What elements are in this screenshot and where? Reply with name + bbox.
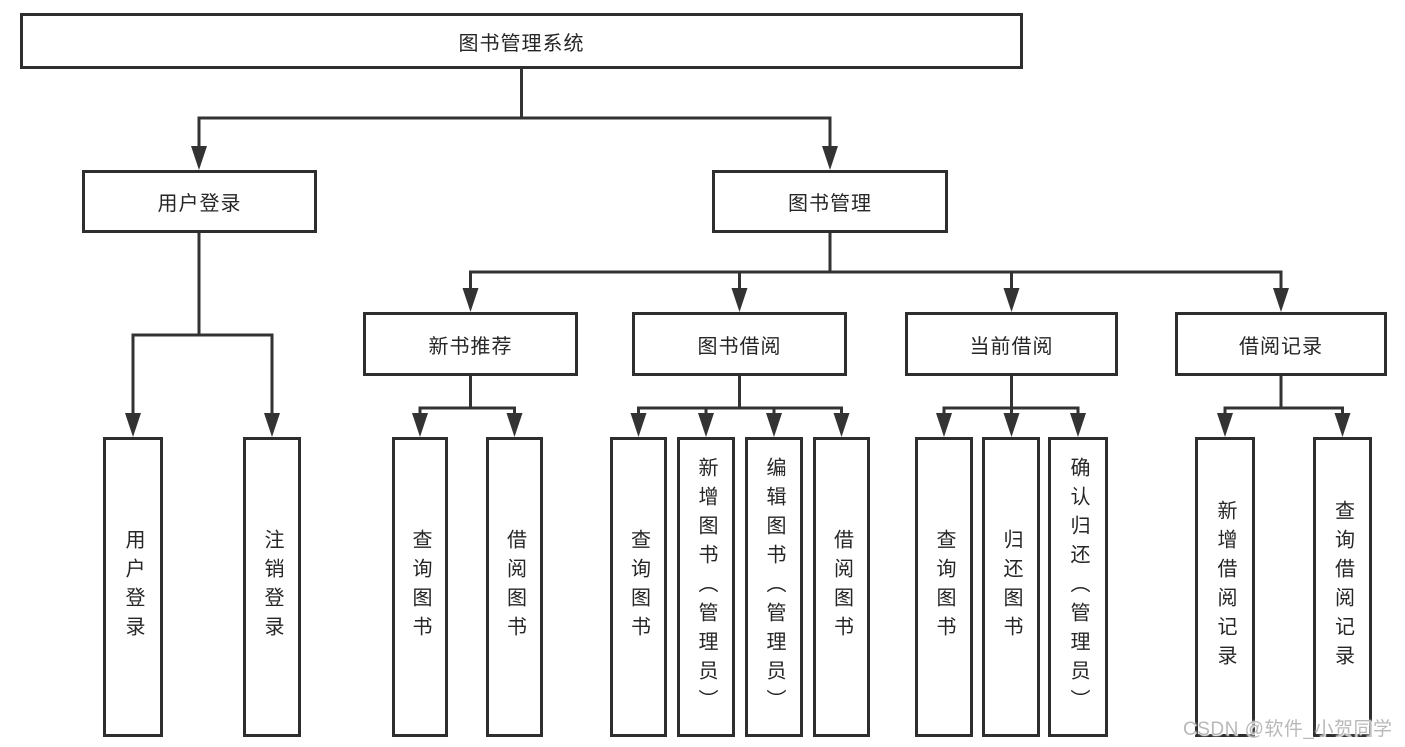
node-label: 借阅图书 bbox=[503, 529, 526, 645]
node-new-book-recommend: 新书推荐 bbox=[363, 312, 578, 376]
leaf-recommend-query-books: 查询图书 bbox=[392, 437, 448, 737]
leaf-borrow-query-books: 查询图书 bbox=[610, 437, 667, 737]
node-label: 用户登录 bbox=[122, 529, 144, 645]
leaf-confirm-return-admin: 确认归还（管理员） bbox=[1048, 437, 1108, 737]
leaf-logout: 注销登录 bbox=[243, 437, 301, 737]
leaf-add-books-admin: 新增图书（管理员） bbox=[677, 437, 735, 737]
node-label: 图书借阅 bbox=[697, 335, 782, 358]
node-label: 借阅记录 bbox=[1239, 335, 1323, 358]
node-label: 新书推荐 bbox=[428, 335, 513, 358]
leaf-current-query-books: 查询图书 bbox=[915, 437, 973, 737]
node-label: 注销登录 bbox=[261, 529, 283, 645]
node-label: 查询图书 bbox=[627, 529, 650, 645]
csdn-watermark: CSDN @软件_小贺同学 bbox=[1183, 719, 1393, 740]
node-root-library-system: 图书管理系统 bbox=[20, 13, 1023, 69]
node-label: 用户登录 bbox=[157, 193, 242, 215]
node-label: 新增借阅记录 bbox=[1214, 500, 1236, 674]
node-label: 查询图书 bbox=[409, 529, 431, 645]
node-label: 查询借阅记录 bbox=[1331, 500, 1354, 674]
node-label: 归还图书 bbox=[1000, 529, 1022, 645]
node-label: 当前借阅 bbox=[969, 335, 1054, 358]
leaf-user-login: 用户登录 bbox=[103, 437, 163, 737]
leaf-edit-books-admin: 编辑图书（管理员） bbox=[745, 437, 803, 737]
node-borrow-records: 借阅记录 bbox=[1175, 312, 1387, 376]
node-label: 图书管理 bbox=[788, 193, 872, 215]
node-label: 确认归还（管理员） bbox=[1067, 456, 1089, 718]
node-label: 新增图书（管理员） bbox=[695, 456, 717, 718]
leaf-add-borrow-record: 新增借阅记录 bbox=[1195, 437, 1255, 737]
leaf-query-borrow-record: 查询借阅记录 bbox=[1313, 437, 1372, 737]
leaf-recommend-borrow-books: 借阅图书 bbox=[486, 437, 543, 737]
node-label: 查询图书 bbox=[933, 529, 955, 645]
node-current-borrow: 当前借阅 bbox=[905, 312, 1118, 376]
leaf-borrow-books: 借阅图书 bbox=[813, 437, 870, 737]
node-book-management: 图书管理 bbox=[712, 170, 948, 233]
node-label: 编辑图书（管理员） bbox=[763, 456, 785, 718]
node-book-borrow: 图书借阅 bbox=[632, 312, 847, 376]
node-label: 图书管理系统 bbox=[458, 32, 585, 55]
node-label: 借阅图书 bbox=[830, 529, 853, 645]
leaf-return-books: 归还图书 bbox=[982, 437, 1040, 737]
node-user-login: 用户登录 bbox=[82, 170, 317, 233]
